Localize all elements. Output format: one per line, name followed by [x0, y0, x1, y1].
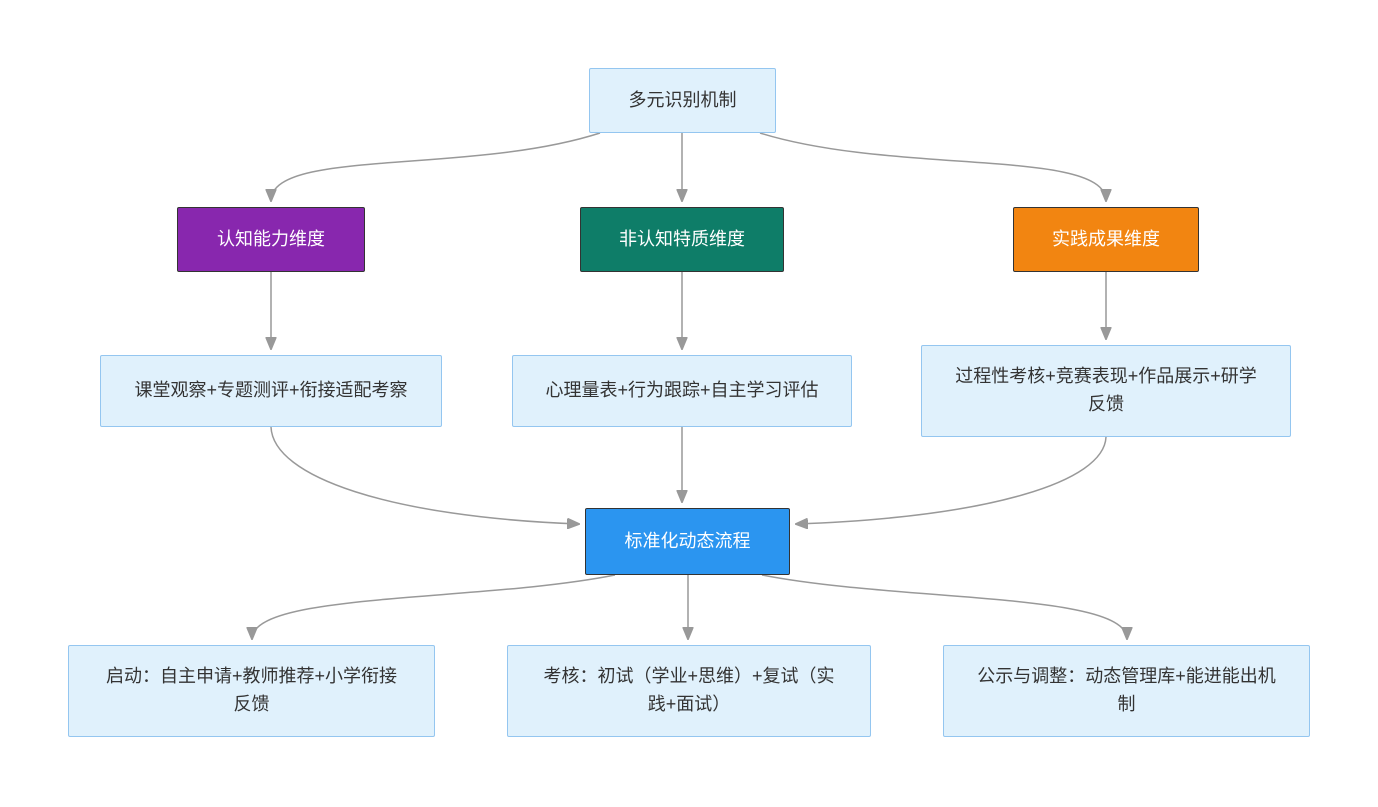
node-step-publicity: 公示与调整：动态管理库+能进能出机 制 — [943, 645, 1310, 737]
edge-root-cognitive — [271, 132, 601, 201]
edge-cognitive-methods-process — [270, 426, 579, 524]
edge-process-step-publicity — [761, 574, 1127, 639]
node-cognitive-methods: 课堂观察+专题测评+衔接适配考察 — [100, 355, 442, 427]
node-step-start: 启动：自主申请+教师推荐+小学衔接 反馈 — [68, 645, 435, 737]
node-practice-dimension: 实践成果维度 — [1013, 207, 1199, 272]
node-standardized-process: 标准化动态流程 — [585, 508, 790, 575]
node-step-exam: 考核：初试（学业+思维）+复试（实 践+面试） — [507, 645, 871, 737]
edge-root-practice — [759, 132, 1106, 201]
node-cognitive-dimension: 认知能力维度 — [177, 207, 365, 272]
edge-practice-methods-process — [796, 436, 1107, 524]
node-noncognitive-methods: 心理量表+行为跟踪+自主学习评估 — [512, 355, 852, 427]
node-noncognitive-dimension: 非认知特质维度 — [580, 207, 784, 272]
edge-process-step-start — [252, 574, 616, 639]
node-root: 多元识别机制 — [589, 68, 776, 133]
node-practice-methods: 过程性考核+竞赛表现+作品展示+研学 反馈 — [921, 345, 1291, 437]
